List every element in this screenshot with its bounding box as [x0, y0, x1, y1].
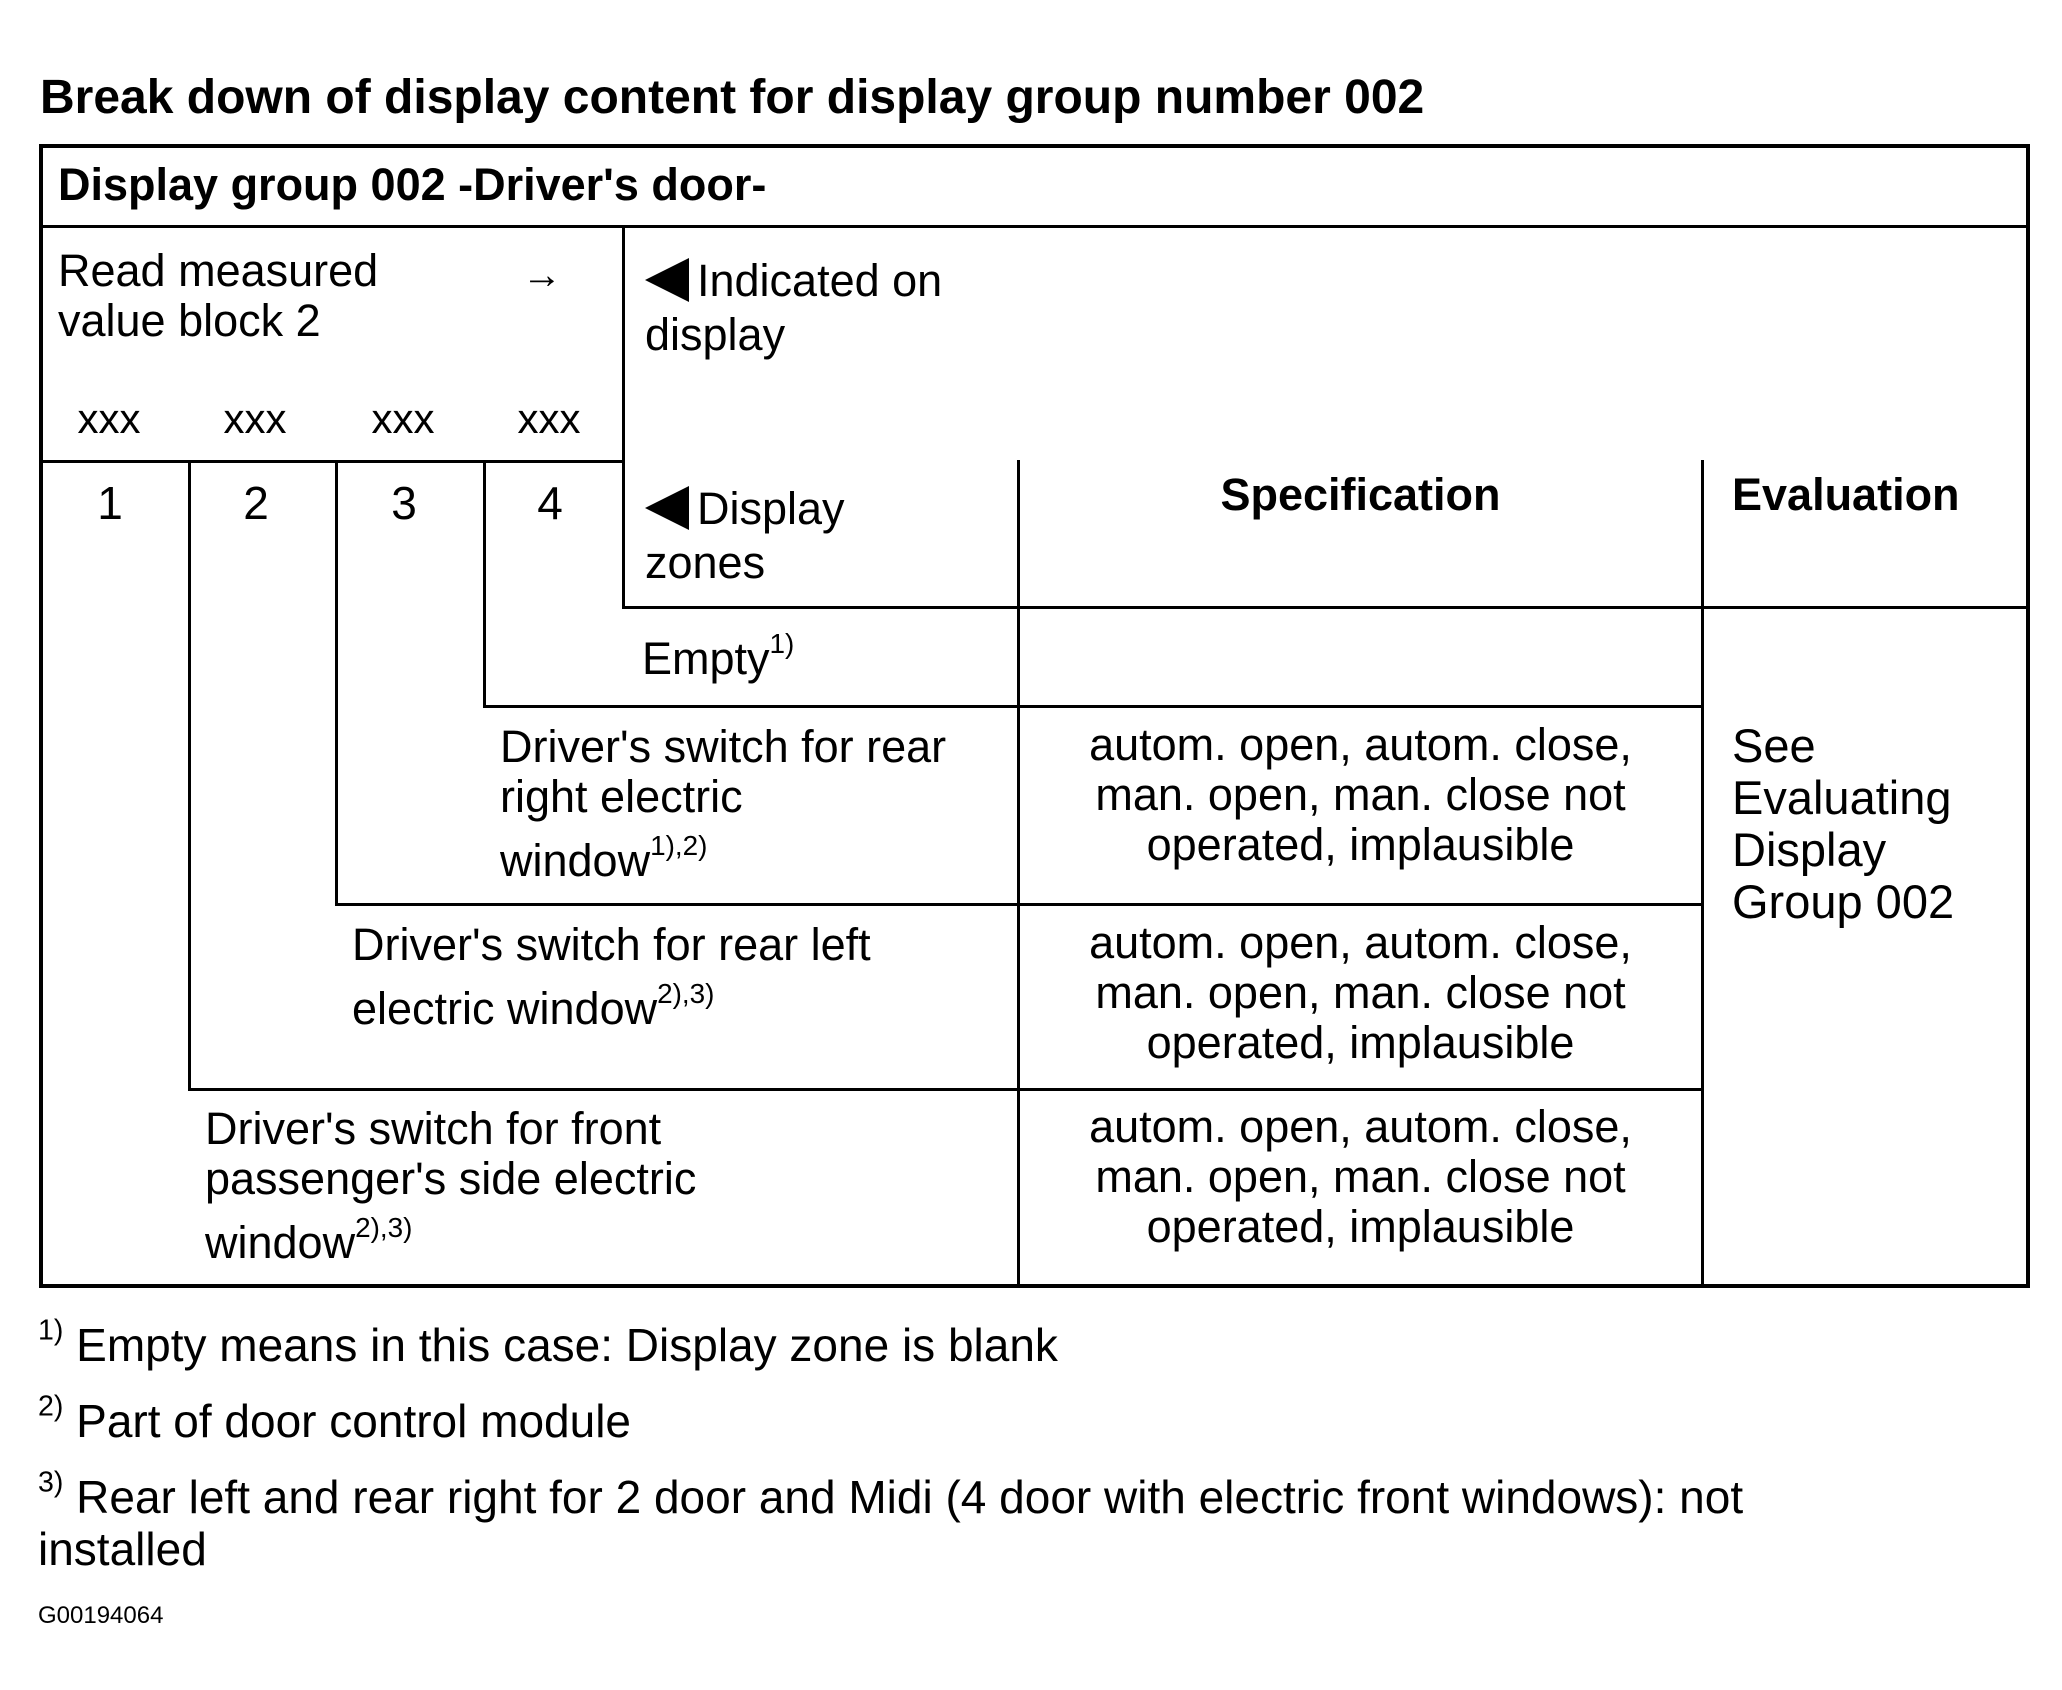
- placeholder-zone-1: xxx: [77, 395, 141, 442]
- left-triangle-icon: [645, 486, 689, 530]
- table-group-title: Display group 002 -Driver's door-: [58, 159, 767, 210]
- footnote-1: 1) Empty means in this case: Display zon…: [38, 1314, 1058, 1371]
- specification-header: Specification: [1220, 469, 1501, 520]
- zone-number-2: 2: [243, 477, 269, 529]
- row-empty-label: Empty1): [642, 628, 795, 684]
- display-zones-line1: Display: [645, 486, 845, 531]
- placeholder-zone-2: xxx: [223, 395, 287, 442]
- left-triangle-icon: [645, 258, 689, 302]
- evaluation-header: Evaluation: [1732, 469, 1960, 520]
- display-zones-line2: zones: [645, 537, 766, 588]
- read-block-line1: Read measured: [58, 245, 379, 296]
- zone-number-1: 1: [97, 477, 123, 529]
- display-zones-label: Display: [697, 483, 845, 534]
- right-arrow-icon: →: [522, 253, 562, 297]
- figure-id: G00194064: [38, 1602, 164, 1629]
- indicated-on-display-line2: display: [645, 309, 786, 360]
- footnote-3-continued: installed: [38, 1523, 207, 1575]
- read-block-line2: value block 2: [58, 295, 321, 346]
- indicated-on-display-line1: Indicated on: [645, 258, 942, 303]
- placeholder-zone-4: xxx: [517, 395, 581, 442]
- zone-number-3: 3: [391, 477, 417, 529]
- zone-number-4: 4: [537, 477, 563, 529]
- footnote-2: 2) Part of door control module: [38, 1390, 631, 1447]
- placeholder-zone-3: xxx: [371, 395, 435, 442]
- indicated-label: Indicated on: [697, 255, 943, 306]
- footnote-3: 3) Rear left and rear right for 2 door a…: [38, 1466, 1744, 1523]
- page-title: Break down of display content for displa…: [40, 71, 1425, 124]
